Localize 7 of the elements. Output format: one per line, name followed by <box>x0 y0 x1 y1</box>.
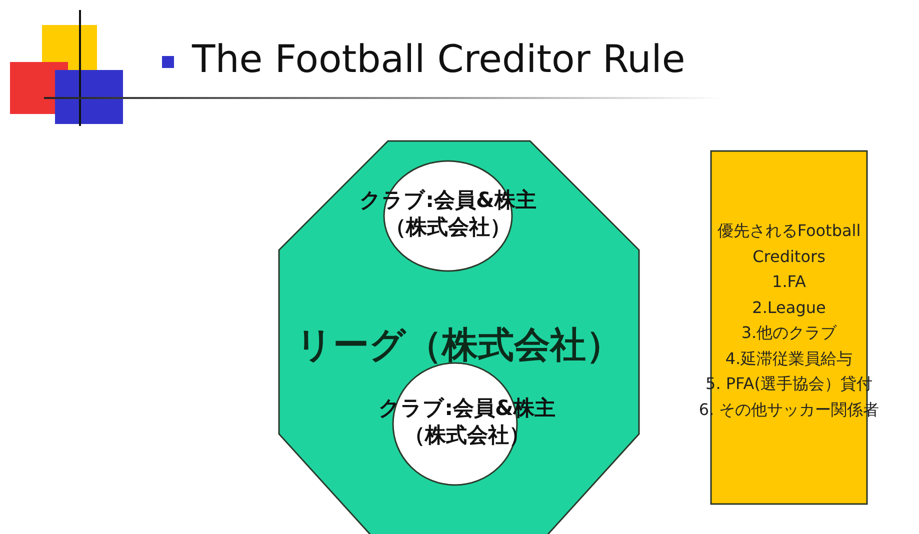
list-item: 3.他のクラブ <box>740 322 838 344</box>
league-label: リーグ（株式会社） <box>295 324 623 368</box>
title: The Football Creditor Rule <box>192 40 686 78</box>
list-item: 1.FA <box>771 271 807 293</box>
box-heading: 優先されるFootball Creditors <box>716 220 862 268</box>
list-item: 4.延滞従業員給与 <box>724 348 854 370</box>
list-item: 2.League <box>751 296 827 318</box>
